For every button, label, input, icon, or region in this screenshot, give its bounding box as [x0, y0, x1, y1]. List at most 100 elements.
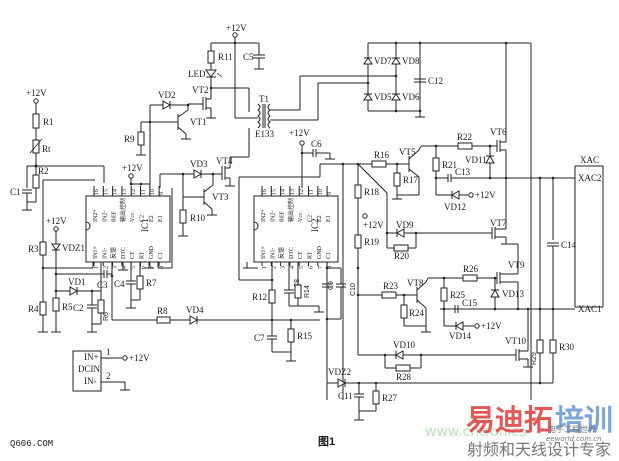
ic2-bottom-pin-label: RT — [308, 251, 314, 259]
resistor-r16 — [371, 160, 387, 168]
ic2-top-pin-number: 12 — [299, 189, 305, 195]
label-vdz2: VDZ2 — [328, 367, 351, 377]
label-vt10: VT10 — [505, 336, 526, 346]
ic2-top-pin-label: Vcc — [298, 212, 304, 222]
zener-vdz2 — [337, 378, 347, 388]
label-c9: C9 — [328, 281, 335, 290]
ic1-bottom-pin-label: IN1- — [102, 248, 108, 259]
xac-block — [574, 165, 604, 308]
ic1-top-pin-number: 13 — [122, 189, 128, 195]
ic2-bottom-pin-label: C1 — [326, 252, 332, 259]
ic1-top-pin-label: IN2+ — [93, 209, 99, 222]
dcin-name: DCIN — [78, 364, 100, 374]
ic2-top-pin-number: 15 — [271, 189, 277, 195]
label-vd5: VD5 — [374, 92, 392, 102]
label-vt7: VT7 — [490, 218, 507, 228]
transformer-t1: T1 E133 — [230, 75, 368, 158]
label-rt: Rt — [42, 144, 51, 154]
ic1: IC1 16IN2+15IN2-14REF13输出控制12Vcc11C210E2… — [85, 186, 171, 269]
watermark-subtitle: 射频和天线设计专家 — [467, 440, 611, 459]
ic1-bottom-pin-label: DTC — [121, 247, 127, 259]
label-r21: R21 — [442, 160, 457, 170]
ic2-top-pin-number: 16 — [262, 189, 268, 195]
label-r20: R20 — [394, 251, 410, 261]
label-vd4: VD4 — [186, 305, 204, 315]
label-vt8: VT8 — [407, 278, 424, 288]
xac-title: XAC — [580, 155, 599, 165]
ic1-bottom-pin-label: IN1+ — [93, 246, 99, 259]
label-r2: R2 — [38, 166, 49, 176]
ic2-top-pin-number: 14 — [281, 189, 287, 195]
label-vd6: VD6 — [402, 92, 420, 102]
label-vdz1: VDZ1 — [62, 243, 85, 253]
label-r19: R19 — [364, 237, 380, 247]
ic2-top-pin-number: 13 — [290, 189, 296, 195]
resistor-r29 — [536, 339, 544, 354]
ic2-bottom-pin-number: 1 — [262, 266, 268, 269]
ic1-top-pin-number: 10 — [150, 189, 156, 195]
label-vt1: VT1 — [190, 117, 207, 127]
ic1-top-pin-number: 12 — [131, 189, 137, 195]
supply-label-r18: +12V — [363, 220, 384, 230]
ic1-top-pin-label: E1 — [158, 215, 164, 222]
upper-mosfet: R21 C13 +12V VD12 R22 VD11 VT6 VT7 — [432, 127, 579, 245]
label-c12: C12 — [428, 76, 443, 86]
label-vd3: VD3 — [190, 159, 208, 169]
ic1-supply: +12V — [122, 163, 150, 186]
ic2-top-pin-label: E1 — [326, 215, 332, 222]
label-led: LED — [188, 69, 206, 79]
label-r14: R14 — [304, 285, 311, 298]
ic2-top-pin-label: IN2- — [270, 211, 276, 222]
watermark: www.cntronics 易迪拓 培训 电子工程世界 eeworld.com.… — [425, 403, 613, 459]
ic1-bottom-pin-number: 3 — [113, 266, 119, 269]
xac1-label: XAC1 — [578, 304, 602, 314]
resistor-r24 — [400, 304, 408, 319]
label-r9: R9 — [124, 134, 135, 144]
label-c2: C2 — [73, 303, 84, 313]
resistor-r23 — [381, 291, 397, 299]
ic1-bottom-pin-number: 5 — [131, 266, 137, 269]
ic1-top-pin-label: Vcc — [130, 212, 136, 222]
site-mark: Q606.COM — [10, 439, 53, 449]
diode-vd5 — [363, 93, 373, 101]
ic1-top-pin-label: E2 — [149, 215, 155, 222]
label-vd11: VD11 — [465, 155, 487, 165]
rectifier-bridge: VD7 VD8 VD5 VD6 C12 — [363, 41, 532, 400]
label-e133: E133 — [255, 129, 274, 139]
label-r27: R27 — [382, 393, 398, 403]
diode-vd10 — [394, 350, 404, 360]
dcin-pin-pos: IN+ — [84, 352, 99, 362]
supply-terminal — [33, 98, 39, 104]
label-r23: R23 — [383, 281, 399, 291]
ic1-bottom-pin-number: 2 — [103, 266, 109, 269]
label-vd13: VD13 — [502, 289, 524, 299]
ic1-top-pin-label: C2 — [140, 215, 146, 222]
label-r28: R28 — [396, 372, 412, 382]
label-vt9: VT9 — [508, 260, 525, 270]
upper-switch-drive: R16 R17 VT5 R18 +12V R19 V — [319, 145, 492, 400]
label-r16: R16 — [374, 150, 390, 160]
label-t1: T1 — [259, 94, 269, 104]
label-c3: C3 — [97, 280, 108, 290]
resistor-r7 — [136, 275, 144, 290]
ic2-top-pin-label: C2 — [308, 215, 314, 222]
xac-connector: XAC XAC2 XAC1 C14 R29 R30 — [440, 155, 604, 385]
diode-vd6 — [391, 93, 401, 101]
label-r10: R10 — [190, 213, 206, 223]
resistor-r5 — [52, 297, 60, 312]
resistor-r12 — [268, 289, 276, 304]
label-vt5: VT5 — [399, 147, 416, 157]
ic2-peripherals: +12V C6 R12 C7 R15 — [238, 128, 357, 400]
ic1-top-pin-number: 15 — [103, 189, 109, 195]
label-c10: C10 — [350, 283, 357, 296]
ic1-bottom-pin-label: RT — [140, 251, 146, 259]
ic1-bottom-pin-label: GND — [149, 245, 155, 259]
label-vd12: VD12 — [444, 202, 466, 212]
label-r8: R8 — [157, 306, 168, 316]
ic2-top-pin-label: REF — [280, 210, 286, 222]
resistor-r27 — [372, 390, 380, 405]
dcin-pin2-number: 2 — [106, 371, 111, 381]
label-r11: R11 — [218, 52, 233, 62]
drive-stage-bottom: VT4 VD3 VT3 R10 — [159, 156, 235, 237]
ic2-bottom-pin-label: CT — [298, 251, 304, 259]
